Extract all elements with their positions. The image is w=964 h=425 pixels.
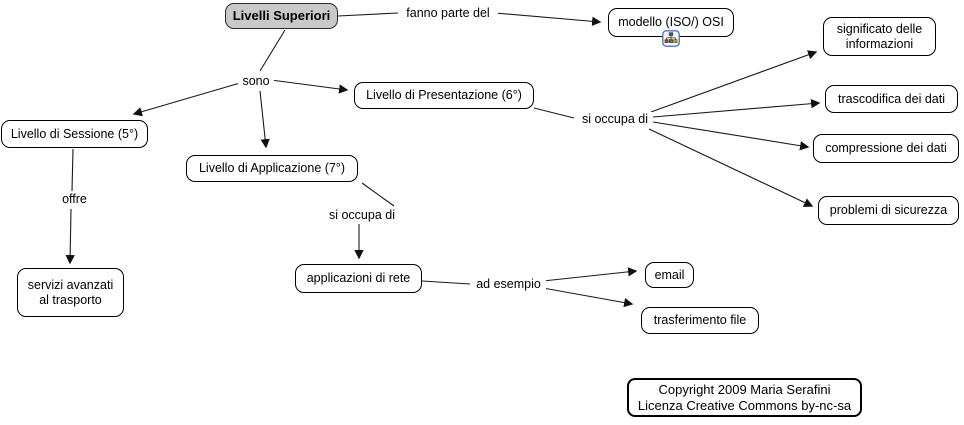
sitemap-resource-icon[interactable] — [662, 30, 680, 47]
edge-fanno-to-modello — [494, 12, 602, 26]
edge-offre-to-servizi — [65, 208, 75, 265]
edge-applicazione-to-sioccupa2 — [361, 182, 395, 207]
edge-root-to-sono — [259, 29, 286, 72]
edge-root-to-fanno — [337, 12, 399, 17]
node-applicazioni-di-rete[interactable]: applicazioni di rete — [295, 264, 422, 293]
edge-adesempio-to-email — [542, 267, 638, 282]
edge-sioccupa-to-significato — [650, 50, 818, 113]
node-significato-informazioni[interactable]: significato delle informazioni — [823, 17, 936, 56]
edge-adesempio-to-trasferimento — [542, 287, 634, 308]
link-sono[interactable]: sono — [238, 74, 274, 88]
node-servizi-avanzati[interactable]: servizi avanzati al trasporto — [17, 268, 124, 317]
edge-presentazione-to-sioccupa — [533, 107, 575, 119]
link-offre[interactable]: offre — [56, 192, 93, 206]
link-fanno-parte-del[interactable]: fanno parte del — [398, 6, 498, 20]
node-livelli-superiori[interactable]: Livelli Superiori — [225, 3, 338, 29]
node-livello-di-presentazione[interactable]: Livello di Presentazione (6°) — [354, 82, 534, 109]
node-livello-di-sessione[interactable]: Livello di Sessione (5°) — [1, 120, 148, 148]
node-trasferimento-file[interactable]: trasferimento file — [641, 307, 759, 334]
edge-sioccupa-to-compressione — [652, 121, 810, 151]
edge-sono-to-sessione — [132, 82, 241, 117]
node-compressione-dati[interactable]: compressione dei dati — [813, 134, 959, 163]
copyright-box: Copyright 2009 Maria Serafini Licenza Cr… — [627, 378, 862, 417]
node-problemi-sicurezza[interactable]: problemi di sicurezza — [818, 196, 959, 225]
edge-sono-to-applicazione — [259, 90, 270, 149]
node-trascodifica-dati[interactable]: trascodifica dei dati — [825, 85, 958, 113]
edge-apprete-to-adesempio — [421, 280, 471, 285]
link-si-occupa-di-applicazione[interactable]: si occupa di — [324, 208, 400, 222]
edge-sioccupa-to-trascodifica — [652, 99, 821, 118]
link-ad-esempio[interactable]: ad esempio — [471, 277, 546, 291]
node-email[interactable]: email — [645, 262, 694, 288]
edge-sioccupa-to-problemi — [648, 128, 814, 207]
edge-sono-to-presentazione — [270, 79, 349, 94]
link-si-occupa-di-presentazione[interactable]: si occupa di — [577, 112, 653, 126]
node-livello-di-applicazione[interactable]: Livello di Applicazione (7°) — [186, 155, 358, 182]
edge-sessione-to-offre — [71, 148, 74, 192]
